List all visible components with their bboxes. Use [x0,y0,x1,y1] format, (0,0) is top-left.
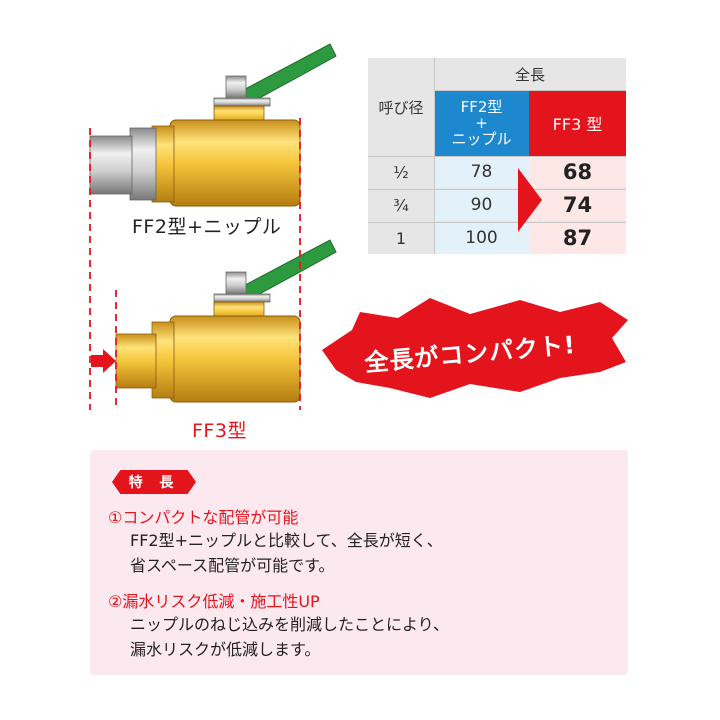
header-size: 呼び径 [368,58,434,156]
dimension-guides [89,118,301,410]
handle-plate [213,97,271,107]
feature-body-2: ニップルのねじ込みを削減したことにより、 漏水リスクが低減します。 [130,615,450,659]
valve-handle-ff3 [230,239,337,299]
stem-nut [225,75,247,99]
table-row-ff2: 78 [434,156,529,188]
table-row-ff3: 74 [529,189,626,221]
valve-comparison-illustration [89,43,628,410]
nipple-thread [89,135,133,195]
valve-handle-ff2 [230,43,337,103]
compact-burst [322,298,628,398]
ff2-nipple-valve [89,43,337,207]
table-row-size: 1 [368,222,434,254]
integrated-thread [115,333,157,389]
header-total: 全長 [434,58,626,90]
ff3-caption: FF3型 [192,420,247,442]
feature-title-2: ②漏水リスク低減・施工性UP [108,592,320,611]
ff3-valve [115,239,337,403]
comparison-arrow-icon [518,168,542,232]
feature-title-1: ①コンパクトな配管が可能 [108,508,299,527]
feature-tag: 特 長 [112,470,196,494]
valve-body [169,119,301,207]
table-row-ff2: 90 [434,189,529,221]
ff2-caption: FF2型+ニップル [132,216,282,238]
header-ff2: FF2型 + ニップル [434,90,529,156]
header-ff3: FF3 型 [529,90,626,156]
nipple-hex [129,127,157,201]
table-row-ff3: 87 [529,222,626,254]
feature-body-1: FF2型+ニップルと比較して、全長が短く、 省スペース配管が可能です。 [130,531,443,575]
table-row-ff3: 68 [529,156,626,188]
table-row-size: ½ [368,156,434,188]
table-row-ff2: 100 [434,222,529,254]
shorten-arrow [91,349,116,373]
table-row-size: ¾ [368,189,434,221]
feature-panel: 特 長 ①コンパクトな配管が可能 FF2型+ニップルと比較して、全長が短く、 省… [90,450,628,675]
spec-table: 呼び径 全長 FF2型 + ニップル FF3 型 ½ 78 68 ¾ 90 74… [368,58,626,254]
